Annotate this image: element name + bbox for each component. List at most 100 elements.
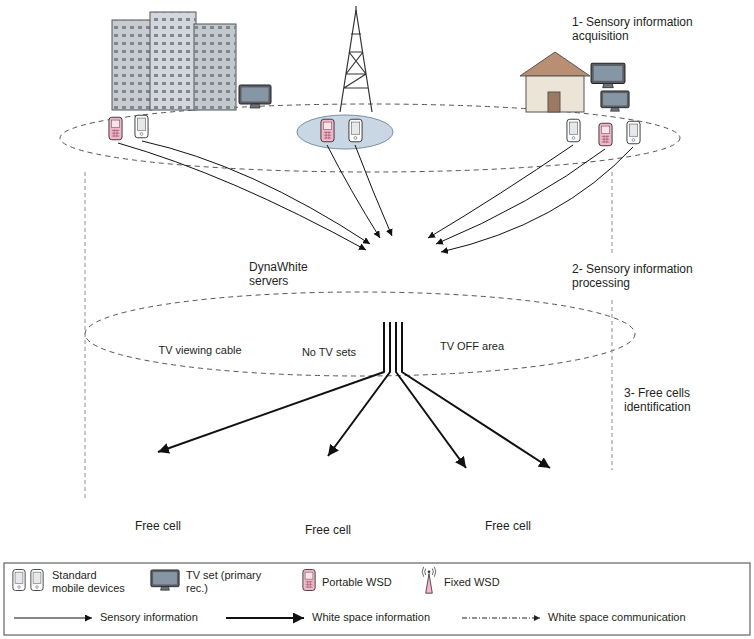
house [520, 52, 590, 112]
legend-label: TV set (primary rec.) [186, 569, 262, 595]
legend-entry: Portable WSD [322, 576, 392, 589]
legend-entry: Sensory information [100, 611, 198, 624]
node-label: TV OFF area [440, 340, 504, 353]
server-rack [369, 254, 391, 259]
legend-thick-arrow [226, 617, 304, 619]
sensory-arrows [355, 145, 392, 236]
sensory-arrows [327, 145, 380, 238]
server-rack [413, 242, 435, 247]
area-oval: TV viewing cable [130, 338, 270, 362]
legend-wsd-icon [303, 570, 315, 591]
layer-plane-shape [3, 382, 751, 558]
free-cell: Free cell [438, 468, 578, 548]
area-oval: No TV sets [282, 340, 376, 364]
server-rack [409, 236, 439, 316]
house [520, 52, 590, 76]
free-cell: Free cell [88, 452, 228, 548]
free-cell-shape [371, 479, 385, 503]
area-oval-shape [413, 335, 531, 357]
layer-plane-shape [0, 3, 754, 195]
server-rack [369, 263, 391, 268]
mobile-device [135, 115, 148, 138]
layer-plane: 1- Sensory information acquisition [0, 3, 754, 195]
legend-tower-icon [422, 567, 436, 593]
node-label: Free cell [135, 519, 181, 533]
node-label: TV viewing cable [158, 344, 241, 357]
drop-lines [612, 172, 613, 255]
legend-label: Sensory information [100, 611, 198, 624]
broadcast-tower [340, 10, 372, 112]
legend-mobile-icon [31, 570, 43, 591]
legend-entry: White space information [312, 611, 430, 624]
node-label: Free cell [305, 523, 351, 537]
legend-mobile-icon [13, 570, 25, 591]
office-buildings [112, 20, 152, 110]
portable-wsd [599, 123, 612, 146]
legend-entry: TV set (primary rec.) [186, 569, 262, 595]
free-cell-shape [271, 479, 285, 503]
free-cell-shape [88, 452, 228, 548]
server-rack [387, 242, 417, 316]
server-rack [391, 248, 413, 253]
portable-wsd [321, 119, 334, 142]
free-cell-shape [166, 476, 197, 486]
sensory-arrows [142, 141, 370, 244]
area-oval-shape [283, 341, 375, 363]
node-label: Free cell [485, 519, 531, 533]
tv-set [601, 91, 629, 111]
area-oval: TV OFF area [412, 334, 532, 358]
office-buildings [150, 12, 196, 110]
mobile-device [349, 119, 362, 142]
free-cell-shape [320, 457, 337, 489]
office-buildings [194, 24, 236, 110]
legend-dashed-arrow [462, 618, 540, 619]
free-cell-shape [119, 476, 150, 486]
legend-label: Fixed WSD [444, 576, 500, 589]
area-oval-shape [131, 339, 269, 361]
office-buildings [112, 12, 236, 110]
office-buildings [150, 12, 196, 110]
white-space-arrow [158, 322, 384, 452]
legend-tv-icon [151, 570, 179, 590]
node-label: No TV sets [302, 346, 356, 359]
drop-lines [612, 300, 613, 470]
broadcast-tower [340, 6, 372, 112]
legend-thin-arrow [14, 618, 92, 619]
legend-label: Standard mobile devices [52, 569, 132, 595]
free-cell-shape [89, 505, 227, 547]
free-cell-shape [438, 468, 578, 548]
server-rack [365, 248, 395, 316]
free-cell-shape [259, 509, 397, 551]
server-cloud-shape [225, 226, 435, 307]
tv-set [591, 63, 625, 87]
free-cell-shape [477, 483, 539, 484]
server-rack [413, 251, 435, 256]
drop-lines [85, 172, 86, 500]
white-space-arrow [402, 322, 550, 468]
free-cell-shape [201, 475, 215, 499]
legend-entry: Fixed WSD [444, 576, 500, 589]
mobile-device [567, 119, 580, 142]
free-cell-shape [258, 456, 398, 552]
layer-plane: 3- Free cells identificationFree cell Fre… [0, 380, 754, 560]
free-cell-shape [543, 471, 557, 495]
legend-entry: White space communication [548, 611, 686, 624]
tower-area [297, 115, 393, 149]
legend-label: White space communication [548, 611, 686, 624]
server-rack [391, 257, 413, 262]
portable-wsd [109, 117, 122, 140]
sensory-arrows [441, 147, 633, 252]
layer-label: 2- Sensory information processing [572, 262, 717, 290]
layer-plane-shape [3, 230, 751, 420]
free-cell-shape [459, 471, 473, 495]
sensory-arrows [118, 143, 366, 250]
mobile-device [627, 121, 640, 144]
office-buildings [112, 20, 152, 110]
layer-label: 3- Free cells identification [624, 386, 724, 414]
legend-box [4, 563, 750, 635]
office-buildings [194, 24, 236, 110]
free-cell: Free cell [258, 456, 398, 552]
